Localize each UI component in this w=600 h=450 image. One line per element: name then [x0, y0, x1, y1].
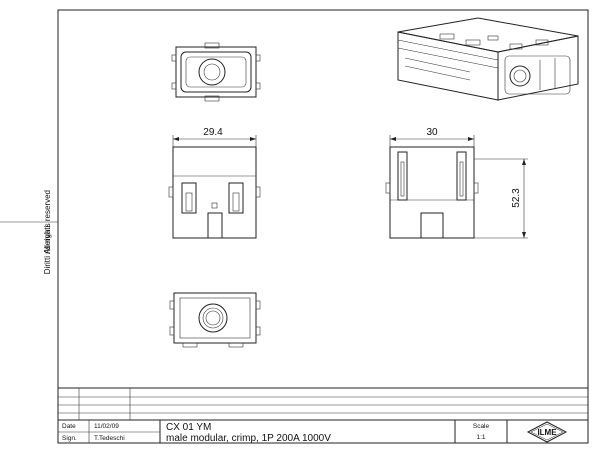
scale-label: Scale	[473, 423, 490, 430]
svg-text:ILME: ILME	[537, 428, 557, 437]
diritti-riservati-note: Diritti riservati	[43, 226, 52, 275]
width-dimension-side: 30	[426, 127, 438, 138]
date-value: 11/02/09	[94, 423, 119, 430]
side-view: 30 52.3	[385, 127, 528, 239]
title-block: Date 11/02/09 Sign. T.Tedeschi CX 01 YM …	[58, 387, 588, 444]
sign-value: T.Tedeschi	[94, 435, 125, 442]
scale-value: 1:1	[476, 434, 485, 441]
rights-reserved-note: All rights reserved	[43, 190, 52, 254]
width-dimension-front: 29.4	[203, 127, 223, 138]
ilme-logo: ILME	[526, 421, 568, 443]
sheet-border	[57, 9, 589, 444]
front-view: 29.4	[168, 127, 261, 239]
isometric-view	[397, 17, 579, 101]
sign-label: Sign.	[62, 435, 77, 442]
top-view	[171, 42, 261, 102]
height-dimension-side: 52.3	[511, 188, 522, 208]
part-code: CX 01 YM	[166, 422, 211, 433]
part-description: male modular, crimp, 1P 200A 1000V	[166, 433, 331, 444]
date-label: Date	[62, 423, 76, 430]
bottom-view	[169, 292, 261, 348]
